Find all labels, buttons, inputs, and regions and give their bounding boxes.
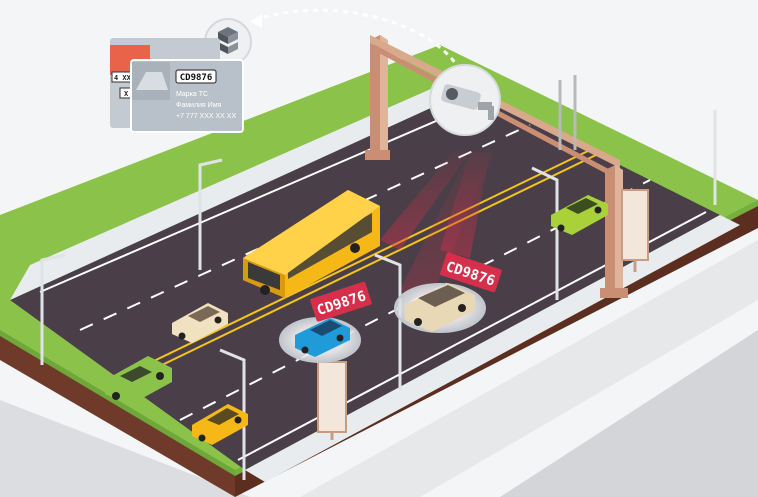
car-beige: [172, 303, 228, 343]
camera-icon: [429, 64, 501, 136]
ground-shadow: [0, 240, 758, 497]
card-brand: Марка ТС: [176, 91, 208, 98]
vehicle-card-front: CD9876 Марка ТС Фамилия Имя +7 777 XXX X…: [130, 59, 244, 133]
billboard-right: [621, 189, 649, 272]
car-yellow: [192, 404, 248, 445]
card-plate: CD9876: [180, 73, 213, 83]
yellow-bus: [243, 190, 380, 298]
car-lime: [551, 195, 608, 235]
camera-beams: [380, 150, 495, 300]
car-suv-beige: [405, 283, 475, 332]
billboard-left: [317, 361, 347, 440]
back-card-plate-1: 4 XXX 0: [114, 74, 144, 82]
pickup-green: [105, 356, 172, 405]
card-name: Фамилия Имя: [176, 102, 222, 109]
street-lights: [40, 110, 717, 480]
card-phone: +7 777 XXX XX XX: [176, 113, 236, 120]
car-blue: [295, 318, 350, 357]
data-link-dashed: [254, 8, 462, 71]
